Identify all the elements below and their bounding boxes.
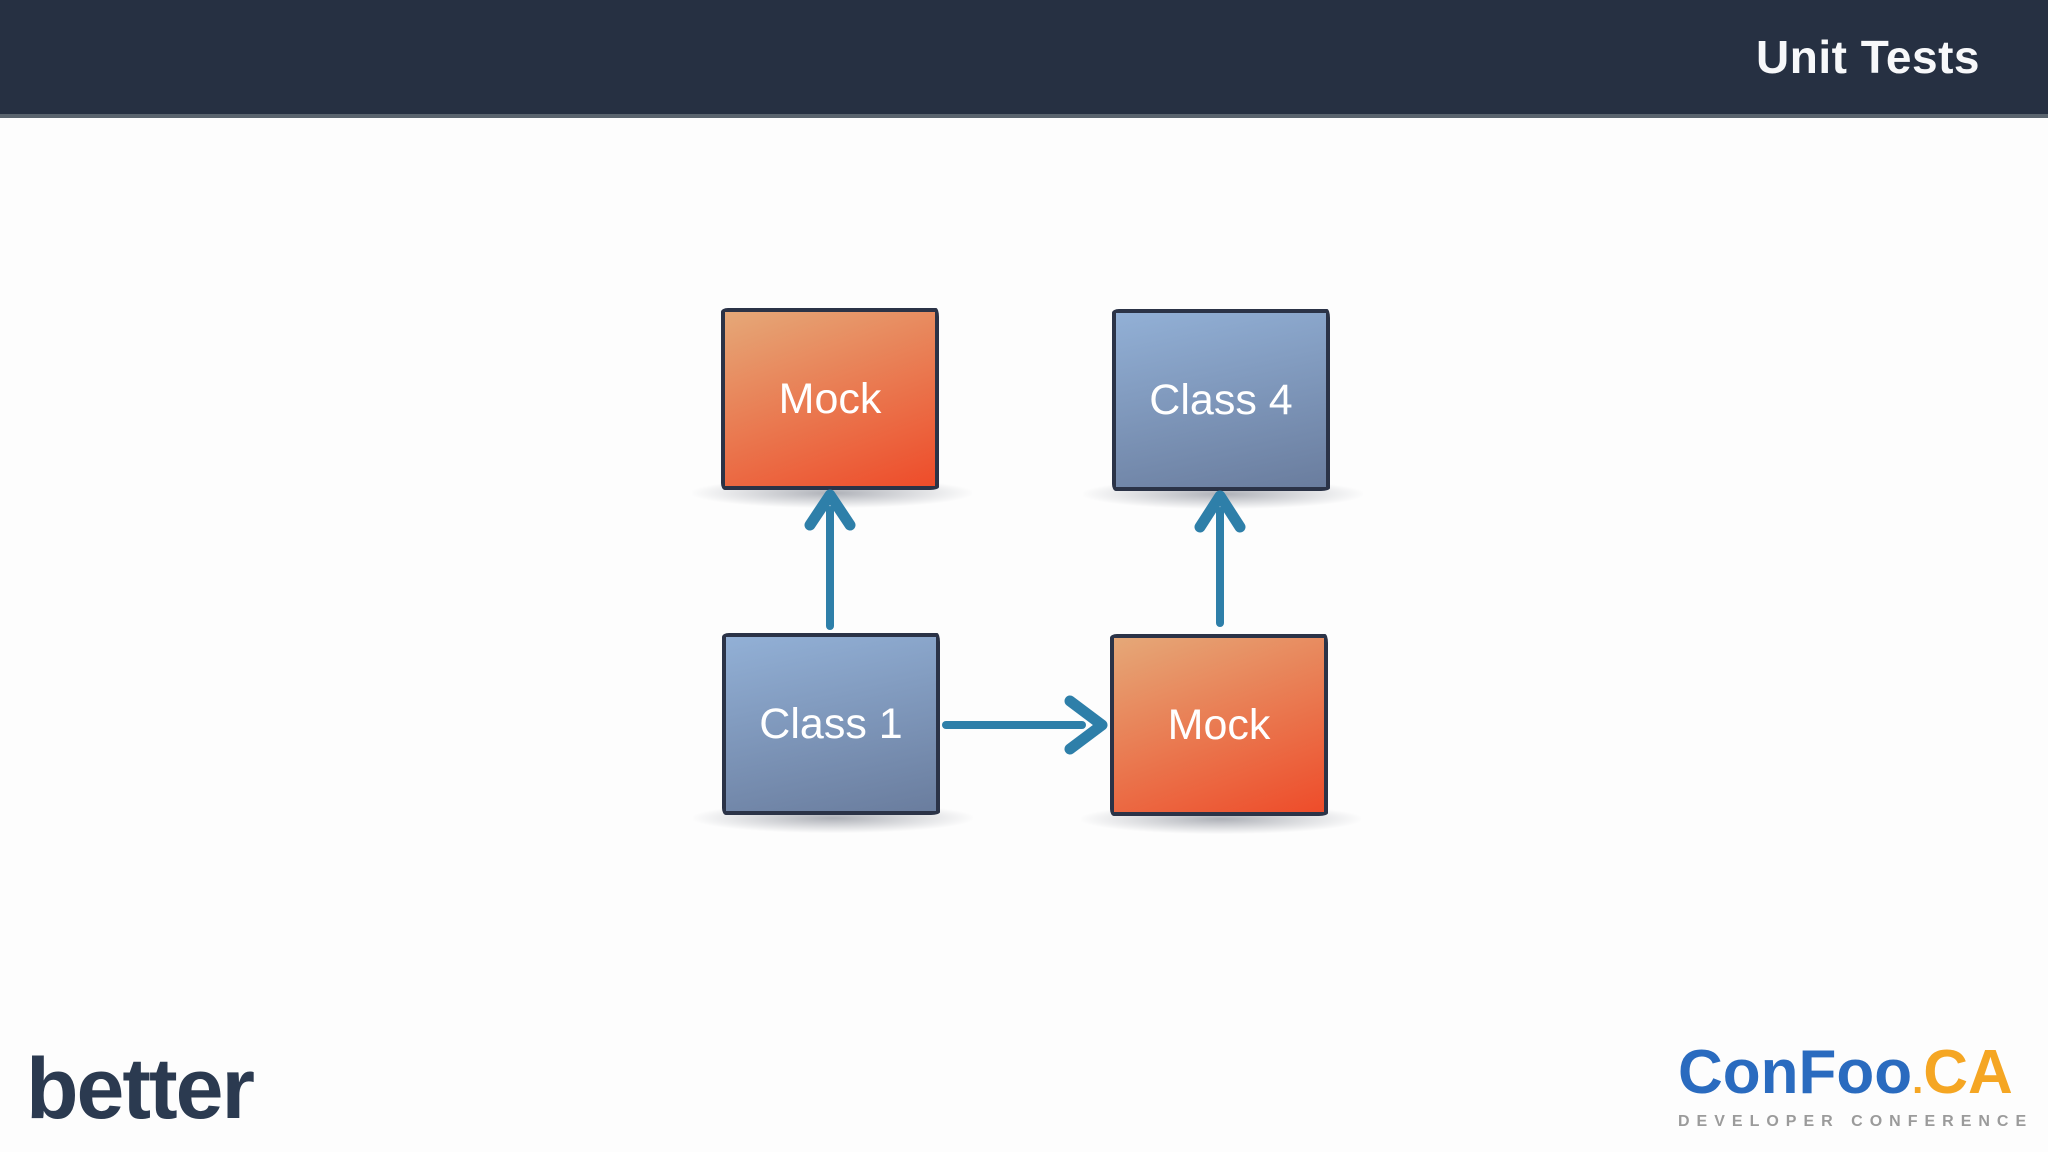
arrow-class1-to-mock-icon: [804, 489, 856, 630]
confoo-logo: ConFoo.CA DEVELOPER CONFERENCE: [1678, 1042, 2034, 1130]
confoo-tld-text: CA: [1923, 1038, 2013, 1107]
arrow-mock-to-class4-icon: [1194, 490, 1246, 627]
diagram-node-class-4: Class 4: [1112, 309, 1330, 491]
better-logo: better: [26, 1041, 255, 1137]
slide-title: Unit Tests: [1756, 31, 1980, 83]
header-bar: Unit Tests: [0, 0, 2048, 118]
node-label: Mock: [778, 374, 882, 423]
node-label: Class 1: [759, 699, 903, 748]
diagram-node-mock-top: Mock: [721, 308, 939, 490]
confoo-tagline: DEVELOPER CONFERENCE: [1678, 1113, 2034, 1130]
diagram-node-class-1: Class 1: [722, 633, 940, 815]
confoo-dot-text: .: [1912, 1058, 1924, 1102]
diagram-node-mock-bottom: Mock: [1110, 634, 1328, 816]
confoo-wordmark: ConFoo.CA: [1678, 1042, 2013, 1104]
node-label: Mock: [1167, 700, 1271, 749]
node-label: Class 4: [1149, 375, 1293, 424]
arrow-class1-to-mockbottom-icon: [942, 695, 1108, 755]
confoo-name-text: ConFoo: [1678, 1038, 1913, 1107]
